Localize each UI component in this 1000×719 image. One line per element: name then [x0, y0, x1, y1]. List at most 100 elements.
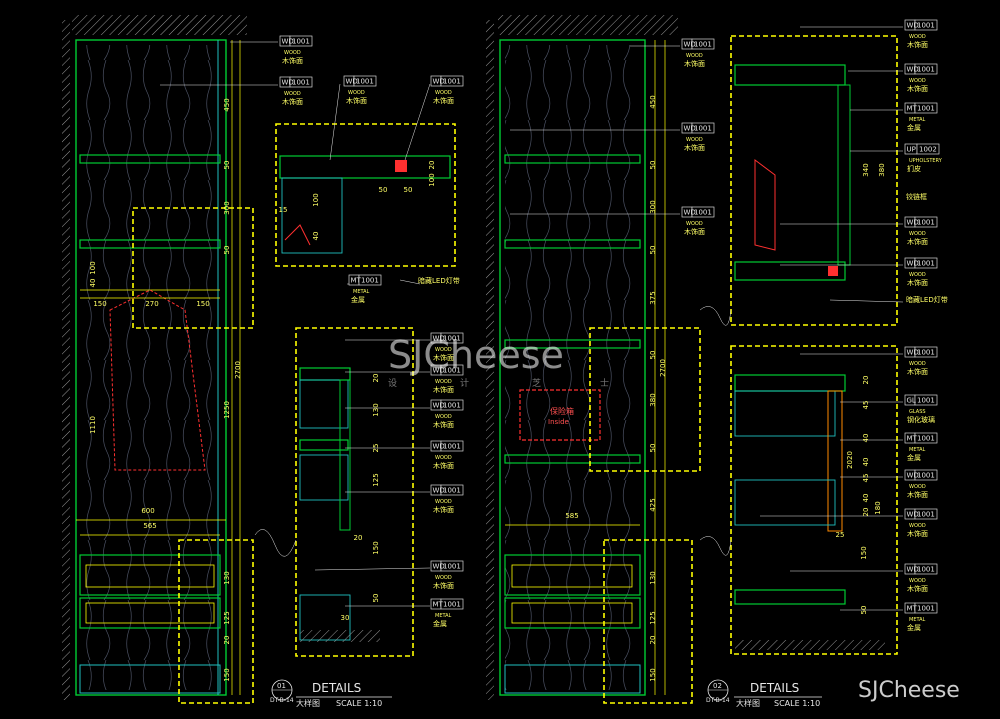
dimension-label: 125 [223, 611, 231, 624]
dimension-label: 150 [372, 541, 380, 554]
dimension-label: 600 [141, 507, 154, 515]
dimension-label: 25 [372, 444, 380, 453]
dimension-label: 100 [428, 173, 436, 186]
material-en-label: METAL [909, 117, 926, 123]
safe-label-en: Inside [548, 418, 569, 426]
drawer-front-01b [85, 602, 215, 624]
dimension-label: 20 [354, 534, 363, 542]
wardrobe-outline-02 [499, 39, 646, 696]
dimension-label: 40 [862, 434, 870, 443]
watermark-sub-4: 士 [600, 377, 609, 389]
material-code-number: 1001 [917, 66, 935, 74]
leader-lines [160, 26, 904, 611]
shelf-02b [504, 239, 641, 249]
material-code-number: 1001 [443, 487, 461, 495]
material-code-number: 1001 [917, 397, 935, 405]
dimension-label: 20 [372, 374, 380, 383]
material-en-label: WOOD [909, 272, 926, 278]
material-code-prefix: WD [907, 511, 919, 519]
drawer-front-02a [511, 564, 633, 588]
material-en-label: WOOD [909, 484, 926, 490]
title-number-02: 02 [713, 682, 722, 690]
shelf-01a [79, 154, 221, 164]
material-code-prefix: WD [907, 66, 919, 74]
base-01 [79, 664, 221, 694]
material-code-prefix: MT [433, 601, 444, 609]
material-cn-label: 木饰面 [907, 490, 928, 499]
material-en-label: UPHOLSTERY [909, 158, 943, 164]
detail-a-hinge [284, 224, 311, 246]
material-code-prefix: WD [282, 38, 294, 46]
material-code-number: 1001 [443, 563, 461, 571]
material-code-number: 1001 [694, 125, 712, 133]
material-cn-label: 木饰面 [907, 40, 928, 49]
dimension-label: 2700 [234, 361, 242, 379]
shelf-02d [504, 454, 641, 464]
dimension-label: 450 [223, 98, 231, 111]
detail-c-side [837, 84, 851, 266]
material-en-label: WOOD [909, 578, 926, 584]
material-cn-label: 木饰面 [433, 581, 454, 590]
dimension-label: 300 [223, 201, 231, 214]
detail-c-led [828, 266, 838, 276]
garment-outline-01 [109, 289, 206, 471]
dimension-label: 50 [223, 246, 231, 255]
material-cn-label: 木饰面 [684, 143, 705, 152]
dimension-label: 25 [836, 531, 845, 539]
elevation-02 [486, 15, 701, 704]
material-cn-label: 木饰面 [907, 367, 928, 376]
material-en-label: WOOD [435, 90, 452, 96]
material-code-number: 1001 [443, 335, 461, 343]
material-en-label: METAL [353, 289, 370, 295]
shelf-01b [79, 239, 221, 249]
dimension-label: 130 [223, 571, 231, 584]
ceiling-hatch-02 [498, 15, 678, 35]
detail-c-shelf [734, 261, 846, 281]
title-sheet-01: DT-B-14 [270, 697, 294, 704]
material-code-prefix: MT [907, 105, 918, 113]
left-wall-hatch-01 [62, 20, 70, 700]
dimension-label: 375 [649, 291, 657, 304]
wardrobe-outline-01 [75, 39, 227, 696]
dimension-label: 450 [649, 95, 657, 108]
drawer-front-01a [85, 564, 215, 588]
material-code-prefix: WD [907, 566, 919, 574]
material-code-number: 1001 [694, 209, 712, 217]
dimension-label: 15 [279, 206, 288, 214]
dimension-label: 425 [649, 498, 657, 511]
material-code-number: 1001 [917, 22, 935, 30]
material-cn-label: 木饰面 [433, 505, 454, 514]
detail-d-metal-rail [827, 390, 843, 532]
material-code-prefix: WD [282, 79, 294, 87]
material-code-prefix: MT [351, 277, 362, 285]
callout-box-01b [178, 539, 254, 704]
elevation-01 [62, 15, 254, 704]
dimension-label: 1250 [223, 401, 231, 419]
dimension-label: 50 [223, 161, 231, 170]
side-note: 暗藏LED灯带 [418, 276, 460, 285]
side-note: 暗藏LED灯带 [906, 295, 948, 304]
left-wall-hatch-02 [486, 20, 494, 700]
watermark-sub-1: 设 [388, 378, 397, 389]
detail-b-mid [299, 439, 349, 451]
material-code-number: 1001 [917, 105, 935, 113]
dimension-label: 300 [649, 200, 657, 213]
dimension-label: 20 [428, 161, 436, 170]
material-code-number: 1001 [443, 78, 461, 86]
material-cn-label: 木饰面 [346, 96, 367, 105]
material-code-prefix: WD [346, 78, 358, 86]
material-code-number: 1001 [917, 472, 935, 480]
detail-c-hinge [754, 159, 776, 251]
